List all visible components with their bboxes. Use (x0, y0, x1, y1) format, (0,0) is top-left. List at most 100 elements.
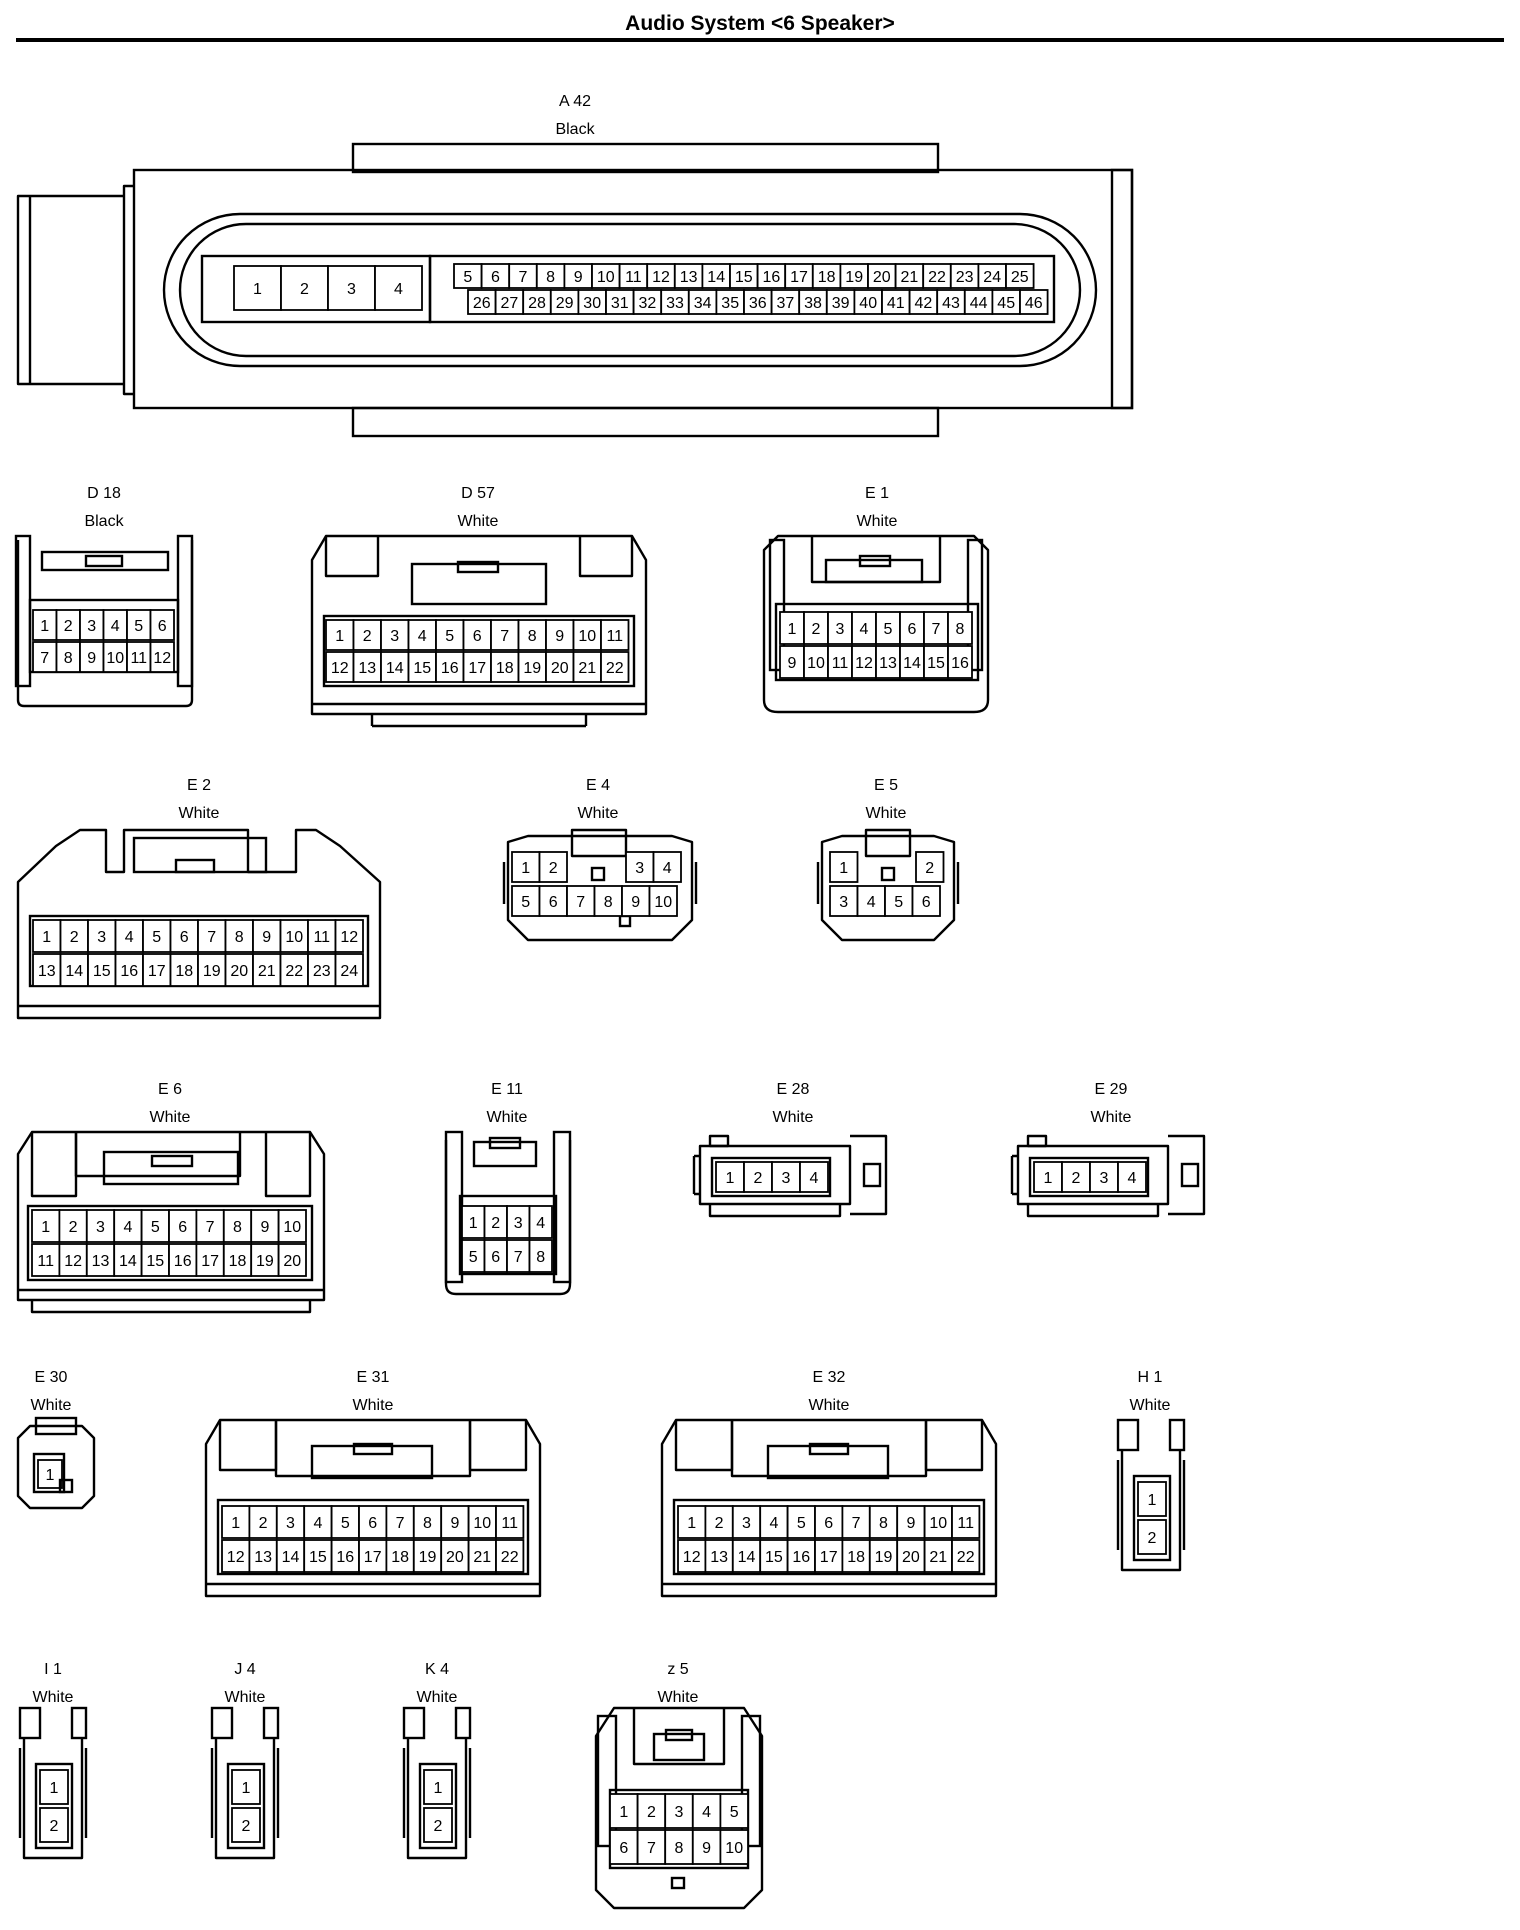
pin-cell (600, 651, 630, 683)
pin-cell (528, 1239, 553, 1273)
pin-cell (704, 1539, 734, 1573)
pin-number: 6 (824, 1515, 833, 1532)
pin-cell (32, 919, 62, 953)
housing-part (32, 1452, 66, 1494)
pin-number: 5 (797, 1515, 806, 1532)
pin-cell (868, 1539, 899, 1573)
pin-number: 37 (777, 295, 795, 312)
pin-number: 10 (578, 628, 596, 645)
pin-cell (380, 619, 410, 651)
housing-part (652, 1732, 706, 1762)
pin-number: 7 (40, 650, 49, 667)
pin-number: 3 (286, 1515, 295, 1532)
pin-cell (85, 1243, 116, 1277)
pin-number: 20 (902, 1549, 920, 1566)
pin-number: 19 (845, 269, 863, 286)
pin-number: 5 (730, 1804, 739, 1821)
housing-part (1028, 1156, 1150, 1198)
pin-number: 4 (860, 621, 869, 638)
housing-part (322, 614, 636, 688)
pin-cell (385, 1539, 415, 1573)
pin-number: 4 (536, 1215, 545, 1232)
housing-outline (30, 1132, 78, 1198)
pin-number: 7 (647, 1840, 656, 1857)
housing-outline (674, 1420, 734, 1472)
housing-outline (122, 184, 134, 396)
pin-number: 2 (491, 1215, 500, 1232)
pin-number: 3 (742, 1515, 751, 1532)
pin-number: 1 (469, 1215, 478, 1232)
pin-number: 7 (500, 628, 509, 645)
pin-number: 13 (38, 963, 56, 980)
pin-number: 7 (519, 269, 528, 286)
pin-number: 27 (501, 295, 519, 312)
pin-number: 4 (867, 894, 876, 911)
pin-number: 16 (441, 660, 459, 677)
pin-number: 4 (663, 860, 672, 877)
pin-number: 31 (611, 295, 629, 312)
housing-outline (816, 862, 960, 904)
pin-cell (327, 265, 376, 311)
pin-cell (334, 919, 364, 953)
pin-number: 34 (694, 295, 712, 312)
housing-outline (370, 714, 588, 728)
pin-number: 21 (473, 1549, 491, 1566)
connector-color: Black (555, 121, 595, 138)
pin-number: 20 (230, 963, 248, 980)
housing-part (58, 1478, 74, 1494)
housing-outline (16, 1424, 96, 1510)
pin-number: 2 (1072, 1170, 1081, 1187)
pin-cell (113, 1209, 143, 1243)
housing-part (410, 562, 548, 606)
pin-number: 9 (87, 650, 96, 667)
connector-color: White (865, 805, 907, 822)
pin-number: 10 (283, 1219, 301, 1236)
pin-cell (621, 885, 651, 917)
housing-part (34, 1762, 74, 1850)
pin-cell (197, 919, 227, 953)
pin-number: 21 (901, 269, 919, 286)
housing-part (670, 1876, 686, 1890)
connector-color: White (352, 1397, 394, 1414)
connector-id: E 1 (864, 485, 889, 502)
pin-number: 2 (363, 628, 372, 645)
pin-number: 10 (473, 1515, 491, 1532)
connector-color: White (772, 1109, 814, 1126)
pin-number: 10 (597, 269, 615, 286)
connector-color: White (224, 1689, 266, 1706)
housing-outline (762, 534, 990, 714)
pin-cell (677, 1539, 707, 1573)
page-title: Audio System <6 Speaker> (625, 12, 895, 35)
pin-cell (875, 645, 901, 679)
pin-cell (687, 289, 718, 315)
connector-color: White (657, 1689, 699, 1706)
pin-number: 8 (546, 269, 555, 286)
housing-part (310, 1444, 434, 1480)
housing-part (226, 1762, 266, 1850)
pin-cell (277, 1209, 307, 1243)
pin-number: 1 (687, 1515, 696, 1532)
pin-number: 39 (832, 295, 850, 312)
pin-number: 13 (710, 1549, 728, 1566)
pin-cell (868, 1505, 899, 1539)
pin-number: 18 (818, 269, 836, 286)
pin-cell (922, 263, 952, 289)
pin-cell (704, 1505, 734, 1539)
pin-number: 7 (852, 1515, 861, 1532)
housing-outline (18, 1288, 324, 1314)
pin-cell (528, 1205, 553, 1239)
pin-cell (142, 953, 172, 987)
pin-number: 20 (283, 1253, 301, 1270)
pin-number: 10 (725, 1840, 743, 1857)
pin-number: 17 (790, 269, 808, 286)
pin-number: 35 (721, 295, 739, 312)
pin-cell (923, 611, 949, 645)
pin-number: 11 (606, 628, 623, 645)
